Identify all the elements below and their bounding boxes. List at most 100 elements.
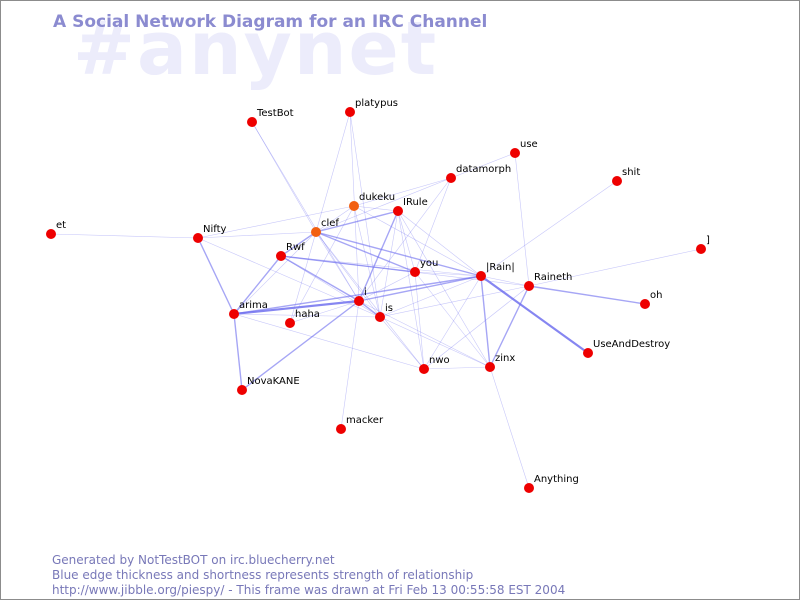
edge-use-raineth (514, 152, 530, 287)
edge-clef-you (315, 231, 416, 273)
node-dot (446, 173, 456, 183)
edge-rain-useanddestroy (479, 274, 590, 355)
edge-is-nwo (379, 316, 425, 370)
edge-raineth-zinx (489, 285, 530, 368)
node-useanddestroy: UseAndDestroy (583, 339, 670, 358)
edge-rain-arima (233, 275, 482, 315)
edge-raineth-nwo (423, 285, 530, 370)
node-dot (476, 271, 486, 281)
node-dot (510, 148, 520, 158)
edge-platypus-clef (315, 111, 351, 233)
node-et: et (46, 220, 66, 239)
edge-datamorph-i (358, 177, 452, 302)
edge-datamorph-dukeku (353, 177, 452, 207)
edge-irule-zinx (397, 210, 491, 368)
edge-]-raineth (528, 248, 702, 287)
edge-dukeku-is (353, 205, 381, 318)
node-dot (336, 424, 346, 434)
edge-rain-raineth (480, 275, 530, 287)
node-dot (276, 251, 286, 261)
node-label: shit (622, 167, 640, 178)
node-label: macker (346, 415, 384, 426)
edge-i-arima (232, 299, 361, 316)
edge-raineth-is (379, 285, 530, 318)
edge-i-novakane (241, 300, 360, 391)
node-dot (696, 244, 706, 254)
edge-rain-zinx (480, 275, 491, 368)
edge-irule-rain (397, 210, 482, 277)
node-nwo: nwo (419, 355, 450, 374)
edge-clef-is (315, 231, 381, 318)
node-haha: haha (285, 309, 320, 328)
node-dot (393, 206, 403, 216)
edge-dukeku-clef (315, 205, 355, 233)
channel-watermark: #anynet (73, 6, 439, 92)
node-label: Rwf (286, 242, 305, 253)
node-dot (410, 267, 420, 277)
node-label: TestBot (256, 108, 294, 119)
node-dot (193, 233, 203, 243)
node-novakane: NovaKANE (237, 376, 300, 395)
edge-clef-rain (315, 231, 482, 277)
edge-datamorph-clef (315, 177, 452, 233)
edge-clef-rwf (280, 231, 317, 257)
node-macker: macker (336, 415, 384, 434)
edge-nifty-arima (197, 237, 235, 315)
node-label: dukeku (359, 192, 395, 203)
node-dot (345, 107, 355, 117)
footer-legend-line: Blue edge thickness and shortness repres… (52, 568, 474, 582)
edge-irule-clef (315, 210, 399, 233)
edge-you-nwo (414, 271, 425, 370)
node-dot (583, 348, 593, 358)
node-rwf: Rwf (276, 242, 305, 261)
node-oh: oh (640, 290, 662, 309)
node-bracket: ] (696, 235, 710, 254)
node-dot (247, 117, 257, 127)
node-use: use (510, 139, 538, 158)
edge-rwf-i (280, 255, 360, 302)
node-label: NovaKANE (247, 376, 300, 387)
edge-irule-is (379, 210, 399, 318)
node-label: Raineth (534, 272, 572, 283)
edge-is-zinx (379, 316, 491, 368)
edge-i-macker (340, 300, 360, 430)
node-shit: shit (612, 167, 640, 186)
node-dot (311, 227, 321, 237)
node-dot (349, 201, 359, 211)
node-dot (485, 362, 495, 372)
edge-rwf-arima (233, 255, 282, 315)
node-label: datamorph (456, 164, 511, 175)
edge-rain-nwo (423, 275, 482, 370)
edge-shit-rain (480, 180, 618, 277)
node-clef: clef (311, 218, 339, 237)
node-dot (285, 318, 295, 328)
node-is: is (375, 303, 393, 322)
node-dot (375, 312, 385, 322)
node-dot (612, 176, 622, 186)
edge-rwf-you (280, 255, 416, 273)
edge-rain-is (379, 275, 482, 318)
edge-i-zinx (358, 300, 491, 368)
edge-dukeku-irule (353, 205, 399, 212)
edge-rain-i (358, 275, 482, 302)
node-label: ] (706, 235, 710, 246)
footer-source-line: http://www.jibble.org/piespy/ - This fra… (52, 583, 566, 597)
edge-i-haha (289, 300, 360, 324)
edge-dukeku-nifty (197, 205, 355, 239)
edge-arima-novakane (233, 313, 243, 391)
node-nifty: Nifty (193, 224, 227, 243)
node-label: zinx (495, 353, 515, 364)
node-label: you (420, 258, 438, 269)
node-dot (237, 385, 247, 395)
node-label: Nifty (203, 224, 227, 235)
node-label: use (520, 139, 538, 150)
edge-rwf-is (280, 255, 381, 318)
edge-you-rain (414, 271, 482, 277)
node-label: haha (295, 309, 320, 320)
edge-clef-arima (233, 231, 317, 315)
node-label: is (385, 303, 393, 314)
node-dot (524, 281, 534, 291)
node-zinx: zinx (485, 353, 515, 372)
edge-is-arima (233, 313, 381, 318)
